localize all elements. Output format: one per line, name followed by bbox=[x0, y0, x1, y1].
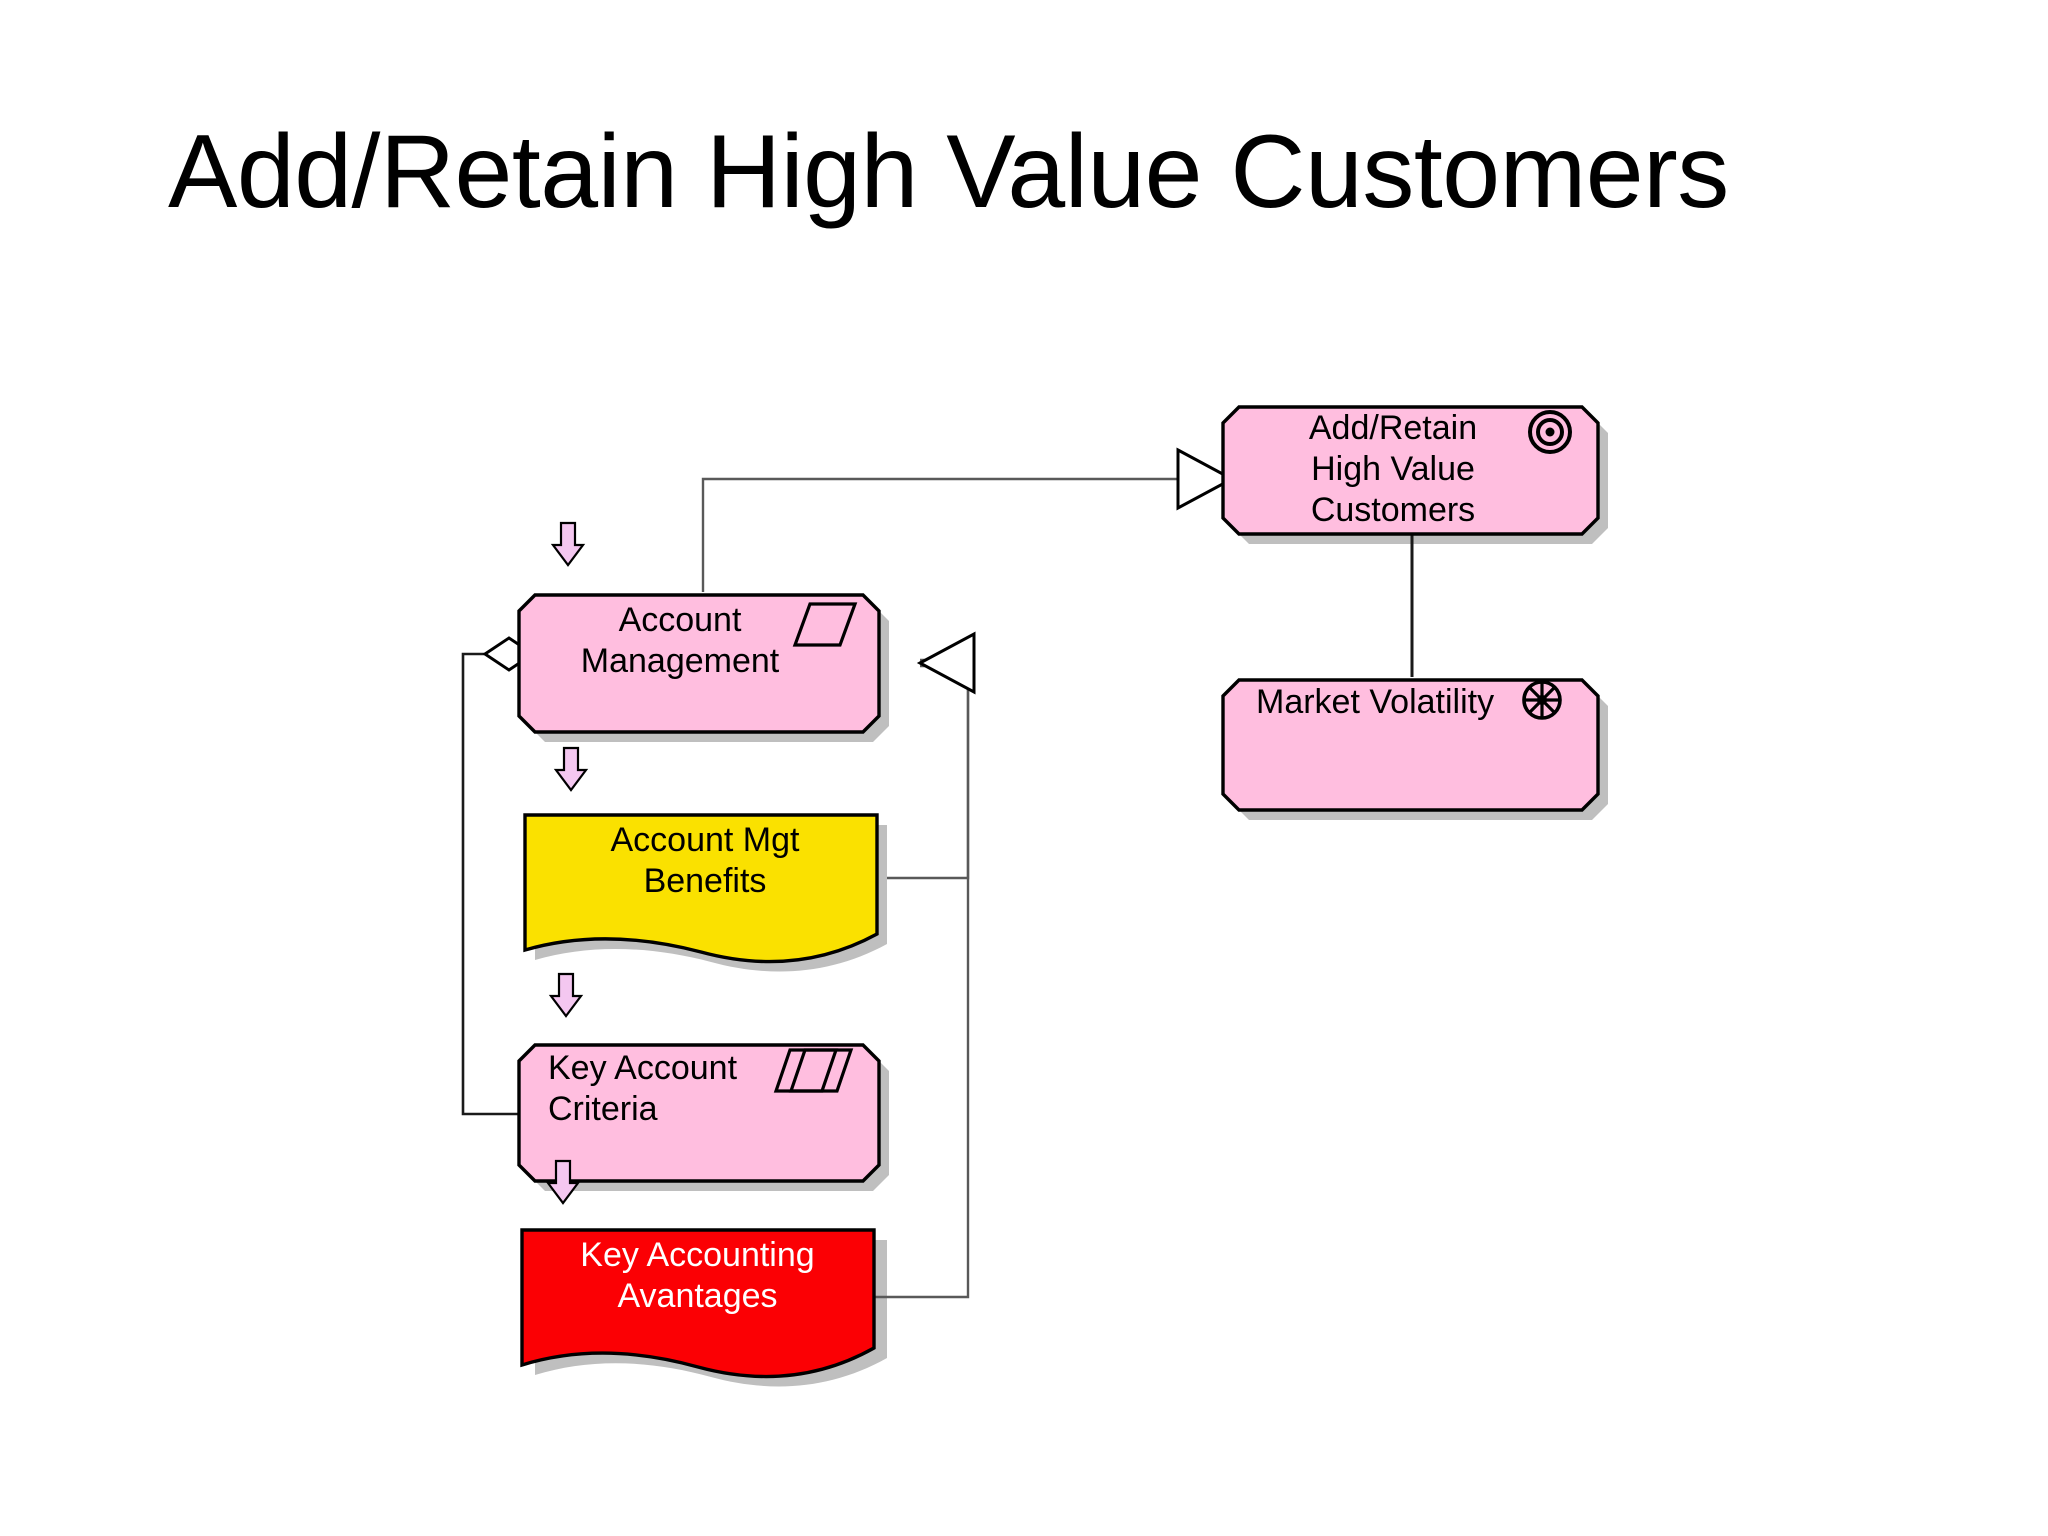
page-title: Add/Retain High Value Customers bbox=[168, 114, 1729, 230]
connector-realization-benefits-to-account-mgmt[interactable] bbox=[887, 658, 970, 880]
goal-icon bbox=[1528, 410, 1572, 454]
junction-above-key-account-criteria-icon bbox=[549, 972, 583, 1018]
node-account-mgt-benefits[interactable] bbox=[523, 813, 879, 964]
node-key-account-criteria[interactable] bbox=[517, 1043, 881, 1183]
connector-realization-avantages-to-account-mgmt[interactable] bbox=[875, 664, 970, 1299]
hollow-triangle-arrowhead-goal bbox=[1176, 447, 1236, 511]
driver-icon bbox=[1522, 680, 1562, 720]
junction-above-account-management-icon bbox=[551, 521, 585, 567]
contract-icon bbox=[773, 1048, 854, 1093]
hollow-triangle-arrowhead-account-mgmt bbox=[916, 631, 976, 695]
junction-above-account-mgt-benefits-icon bbox=[554, 746, 588, 792]
node-add-retain-high-value-customers[interactable] bbox=[1221, 405, 1600, 536]
meaning-icon bbox=[792, 602, 858, 647]
connector-realization-account-mgmt-to-goal[interactable] bbox=[701, 477, 1178, 592]
node-key-accounting-avantages[interactable] bbox=[520, 1228, 876, 1379]
node-account-management[interactable] bbox=[517, 593, 881, 734]
connector-aggregation-account-mgmt-to-criteria[interactable] bbox=[461, 652, 523, 1116]
node-market-volatility[interactable] bbox=[1221, 678, 1600, 812]
